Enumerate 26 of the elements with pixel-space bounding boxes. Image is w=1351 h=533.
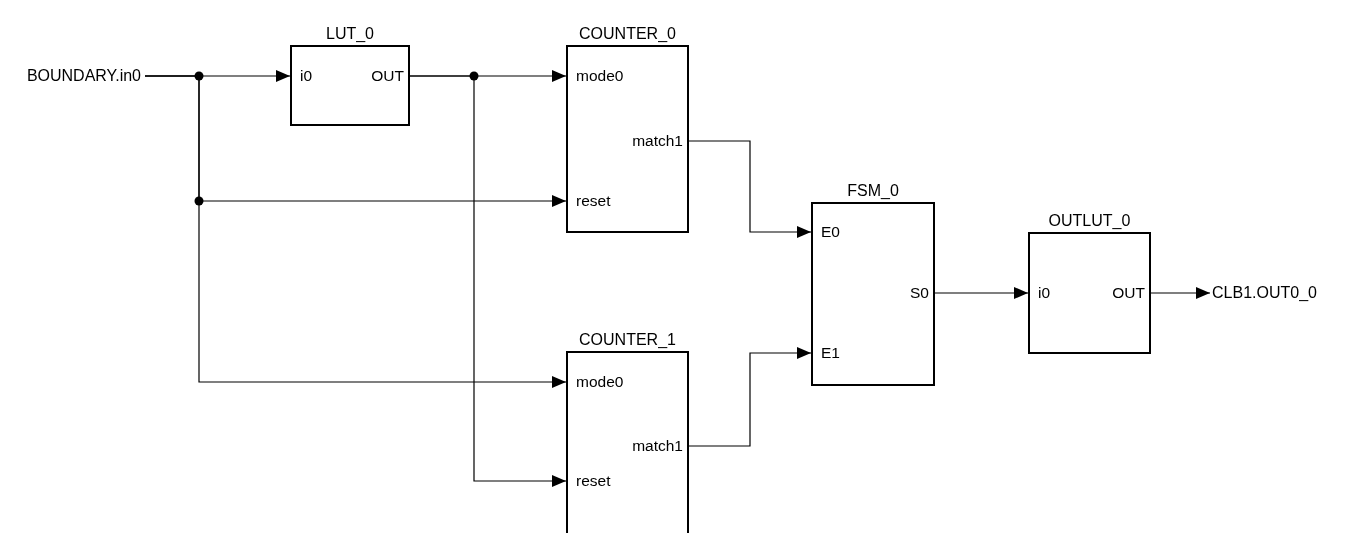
block-title: LUT_0 [325, 25, 375, 43]
signal-wire [409, 75, 567, 487]
port-label: BOUNDARY.in0 [24, 67, 145, 85]
port-label: CLB1.OUT0_0 [1210, 284, 1321, 302]
pin-label: i0 [300, 67, 313, 85]
signal-wire [934, 287, 1029, 299]
pin-label: S0 [910, 284, 929, 302]
pin-label: reset [576, 192, 611, 210]
pin-label: match1 [632, 437, 683, 455]
pin-label: E1 [821, 344, 840, 362]
block-title: OUTLUT_0 [1047, 212, 1132, 230]
block-title: COUNTER_1 [578, 331, 677, 349]
block-title: COUNTER_0 [578, 25, 677, 43]
pin-label: mode0 [576, 67, 624, 85]
pin-label: mode0 [576, 373, 624, 391]
pin-label: E0 [821, 223, 840, 241]
signal-wire [144, 75, 567, 388]
pin-label: match1 [632, 132, 683, 150]
pin-label: reset [576, 472, 611, 490]
block-title: FSM_0 [846, 182, 900, 200]
pin-label: i0 [1038, 284, 1051, 302]
signal-wire [1150, 287, 1211, 299]
signal-wire [688, 347, 812, 447]
signal-wire [688, 140, 812, 238]
pin-label: OUT [371, 67, 404, 85]
pin-label: OUT [1112, 284, 1145, 302]
